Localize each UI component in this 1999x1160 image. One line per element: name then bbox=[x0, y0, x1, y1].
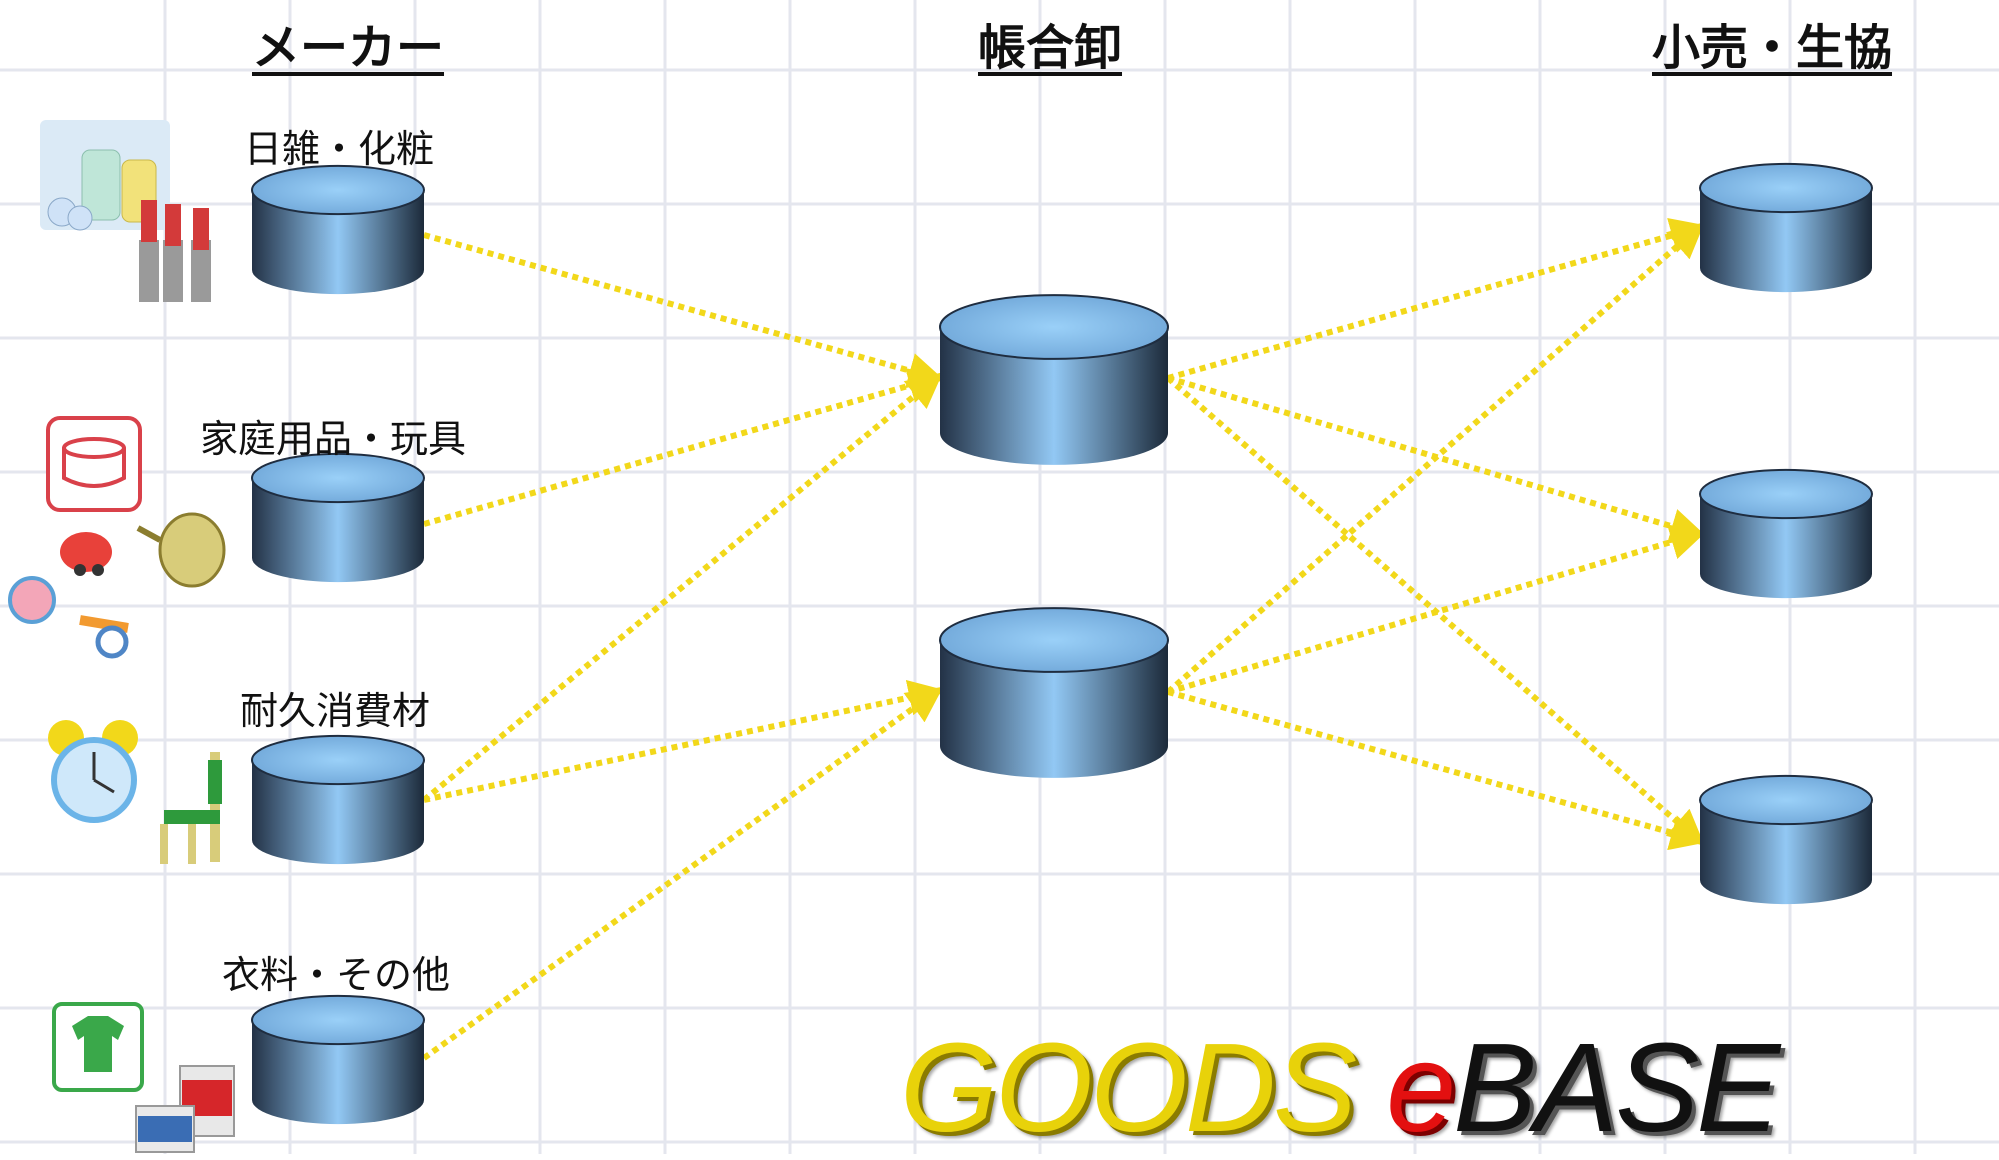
category-icons bbox=[8, 120, 235, 1153]
arrow-wholesaler2-to-retailer1 bbox=[1166, 222, 1705, 695]
db-retailer-3 bbox=[1699, 774, 1873, 905]
db-maker-household-toys bbox=[251, 452, 425, 583]
category-label-household-toys: 家庭用品・玩具 bbox=[200, 417, 467, 461]
db-retailer-2 bbox=[1699, 468, 1873, 599]
logo-base: BASE bbox=[1453, 1017, 1780, 1158]
category-label-durables: 耐久消費材 bbox=[240, 689, 431, 733]
clock-chair-icon bbox=[48, 720, 222, 864]
logo-e: e bbox=[1386, 1017, 1456, 1158]
column-header-retail: 小売・生協 bbox=[1652, 20, 1893, 76]
logo-goods: GOODS bbox=[900, 1017, 1357, 1158]
shirt-canned-food-icon bbox=[52, 1002, 235, 1153]
arrow-wholesaler2-to-retailer2 bbox=[1167, 524, 1707, 695]
arrow-wholesaler1-to-retailer2 bbox=[1167, 375, 1707, 544]
goods-ebase-logo: GOODS eBASE bbox=[900, 1015, 1780, 1160]
column-header-maker: メーカー bbox=[252, 20, 445, 76]
connection-arrows bbox=[422, 218, 1707, 1061]
pot-kettle-toy-icon bbox=[8, 416, 226, 659]
arrow-maker3-to-wholesaler1 bbox=[422, 372, 943, 803]
arrow-maker1-to-wholesaler1 bbox=[423, 232, 945, 389]
arrow-maker4-to-wholesaler2 bbox=[422, 686, 944, 1061]
category-label-clothing-other: 衣料・その他 bbox=[222, 953, 451, 997]
db-retailer-1 bbox=[1699, 162, 1873, 293]
db-maker-durables bbox=[251, 734, 425, 865]
column-header-wholesale: 帳合卸 bbox=[978, 20, 1123, 76]
arrow-maker3-to-wholesaler2 bbox=[423, 679, 945, 803]
db-maker-daily-cosmetics bbox=[251, 164, 425, 295]
arrow-wholesaler1-to-retailer3 bbox=[1166, 375, 1705, 846]
db-wholesaler-1 bbox=[939, 294, 1169, 465]
category-label-daily-cosmetics: 日雑・化粧 bbox=[244, 127, 435, 171]
arrow-maker2-to-wholesaler1 bbox=[423, 368, 945, 527]
db-maker-clothing-other bbox=[251, 994, 425, 1125]
db-wholesaler-2 bbox=[939, 607, 1169, 778]
arrow-wholesaler1-to-retailer1 bbox=[1167, 218, 1707, 381]
database-nodes bbox=[251, 162, 1873, 1125]
shampoo-lipstick-icon bbox=[40, 120, 211, 302]
arrow-wholesaler2-to-retailer3 bbox=[1167, 689, 1707, 851]
